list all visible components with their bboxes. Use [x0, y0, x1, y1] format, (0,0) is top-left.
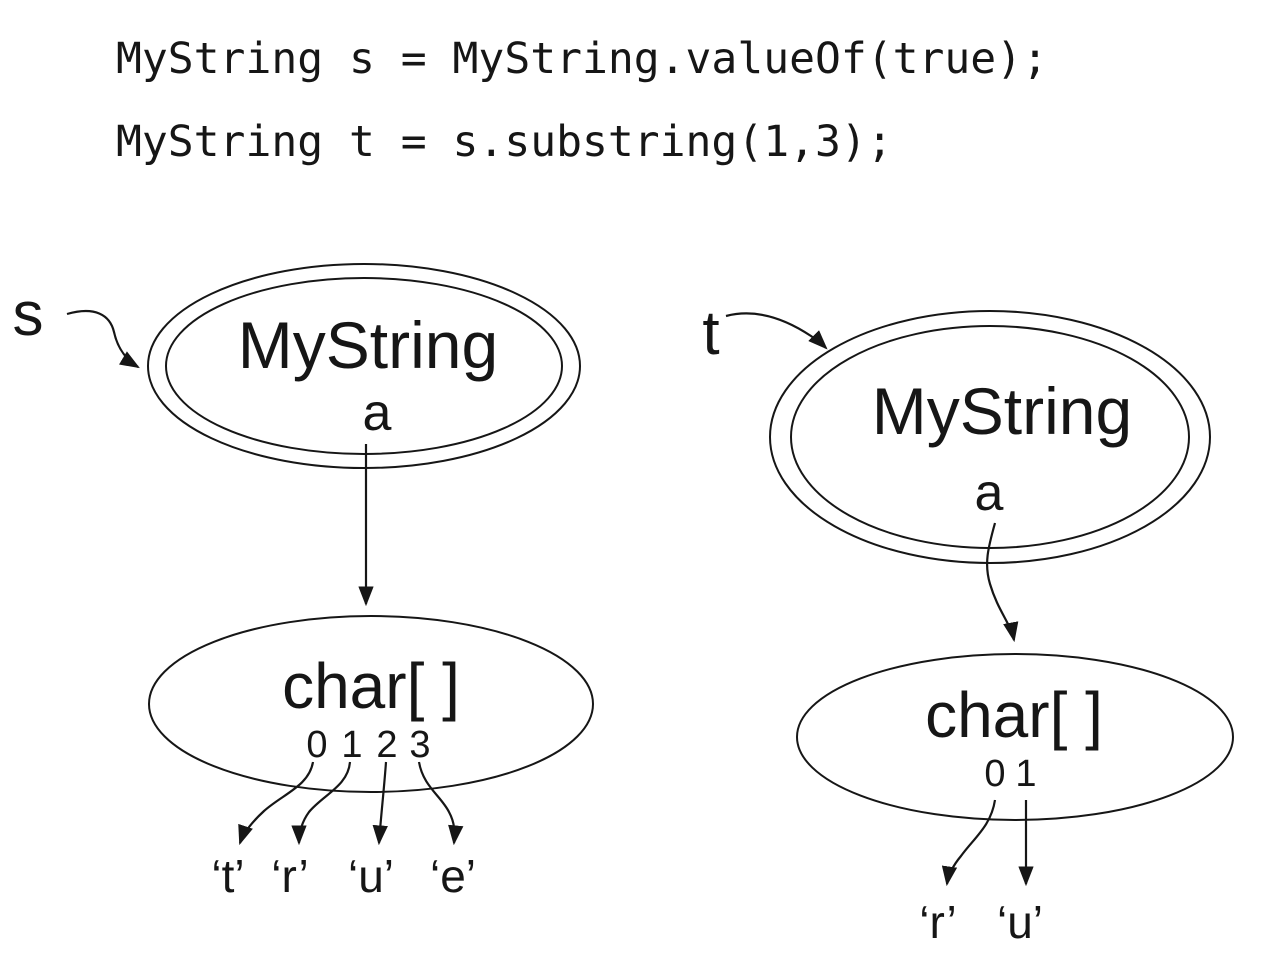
index-3-arrow	[417, 761, 464, 846]
mystring-class-label: MyString	[238, 308, 498, 382]
variable-t-label: t	[702, 299, 719, 368]
code-line-2: MyString t = s.substring(1,3);	[116, 117, 893, 167]
char-values: ‘t’ ‘r’ ‘u’ ‘e’	[211, 850, 476, 902]
s-reference-arrow	[66, 309, 140, 369]
char-value: ‘u’	[997, 896, 1043, 948]
index-label: 1	[341, 724, 362, 766]
index-label: 3	[409, 724, 430, 766]
char-value: ‘u’	[348, 850, 394, 902]
char-value: ‘t’	[211, 850, 244, 902]
mystring-object-outer-ellipse	[769, 310, 1211, 564]
code-line-1: MyString s = MyString.valueOf(true);	[116, 34, 1048, 84]
right-object-diagram: t MyString a char[ ] 0 1 ‘r’ ‘u’	[702, 299, 1234, 948]
char-value: ‘e’	[430, 850, 476, 902]
field-a-label: a	[363, 384, 392, 442]
index-1-arrow	[291, 761, 352, 846]
field-a-label: a	[975, 464, 1004, 522]
char-values: ‘r’ ‘u’	[919, 896, 1043, 948]
t-reference-arrow	[725, 312, 828, 350]
index-label: 0	[306, 724, 327, 766]
mystring-object-outer-ellipse	[147, 263, 581, 469]
index-label: 0	[984, 753, 1005, 795]
char-array-indices: 0 1 2 3	[306, 724, 430, 766]
char-array-ellipse	[148, 615, 594, 793]
index-label: 2	[376, 724, 397, 766]
mystring-object-inner-ellipse	[165, 277, 563, 455]
field-a-to-array-arrow	[985, 522, 1019, 643]
char-array-type-label: char[ ]	[282, 650, 460, 722]
mystring-class-label: MyString	[872, 374, 1132, 448]
index-0-arrow	[941, 799, 997, 887]
code-block: MyString s = MyString.valueOf(true); MyS…	[116, 34, 1048, 167]
char-array-indices: 0 1	[984, 753, 1036, 795]
char-value: ‘r’	[271, 850, 308, 902]
left-object-diagram: s MyString a char[ ] 0 1 2 3 ‘	[13, 263, 594, 902]
index-2-arrow	[372, 761, 388, 846]
mystring-object-inner-ellipse	[790, 325, 1190, 549]
char-array-type-label: char[ ]	[925, 679, 1103, 751]
variable-s-label: s	[13, 280, 44, 349]
char-value: ‘r’	[919, 896, 956, 948]
index-0-arrow	[238, 761, 315, 846]
char-array-ellipse	[796, 653, 1234, 821]
char-array-element-arrows	[941, 799, 1034, 887]
char-array-element-arrows	[238, 761, 464, 846]
index-label: 1	[1015, 753, 1036, 795]
